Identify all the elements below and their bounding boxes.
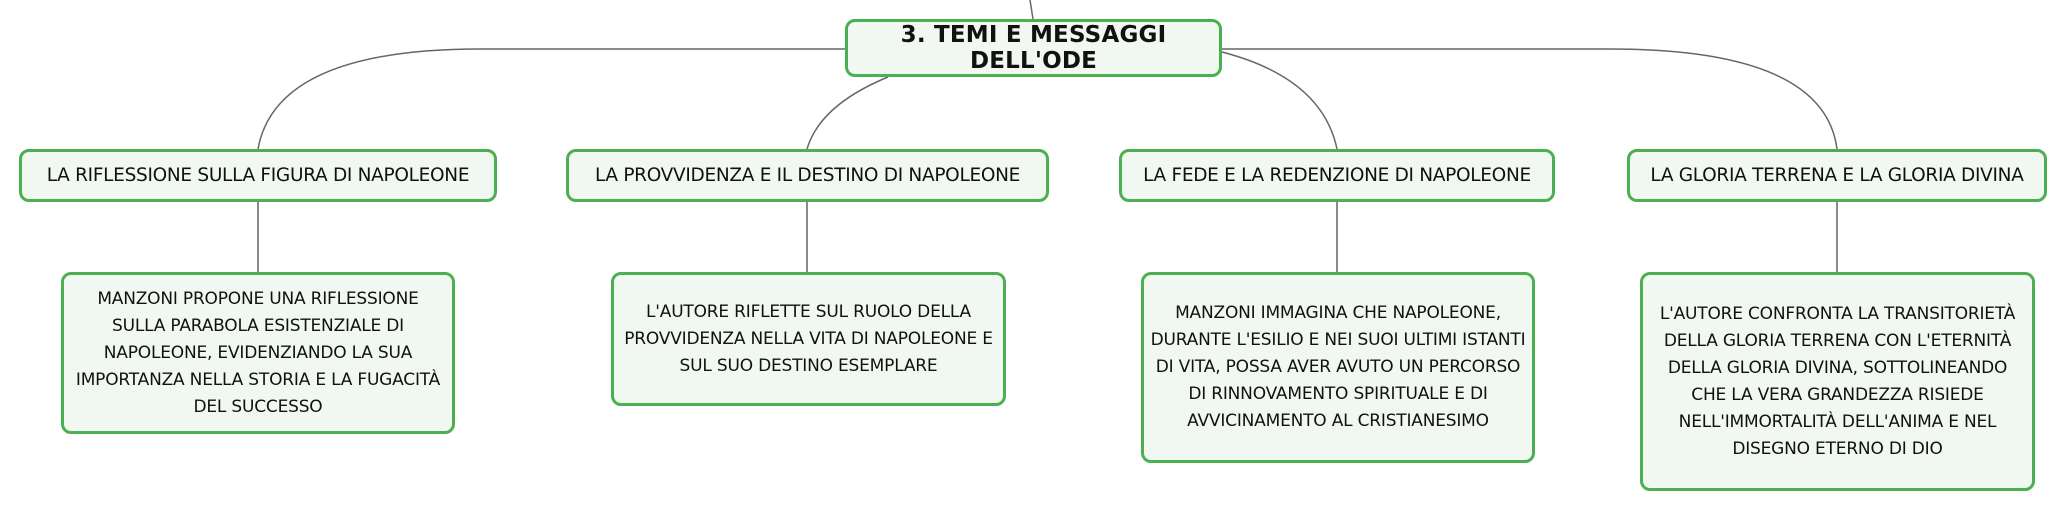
connector-root-branch-1 xyxy=(257,48,845,150)
topic-provvidenza-destino[interactable]: LA PROVVIDENZA E IL DESTINO DI NAPOLEONE xyxy=(566,149,1049,202)
subtopic-gloria-detail[interactable]: L'AUTORE CONFRONTA LA TRANSITORIETÀ DELL… xyxy=(1640,272,2035,491)
subtopic-fede-detail[interactable]: MANZONI IMMAGINA CHE NAPOLEONE, DURANTE … xyxy=(1141,272,1535,463)
subtopic-provvidenza-detail[interactable]: L'AUTORE RIFLETTE SUL RUOLO DELLA PROVVI… xyxy=(611,272,1006,406)
topic-label: LA PROVVIDENZA E IL DESTINO DI NAPOLEONE xyxy=(594,165,1021,186)
connector-root-branch-3 xyxy=(1221,51,1338,150)
root-topic[interactable]: 3. TEMI E MESSAGGI DELL'ODE xyxy=(845,19,1222,77)
subtopic-text: L'AUTORE CONFRONTA LA TRANSITORIETÀ DELL… xyxy=(1659,303,2016,459)
subtopic-text: L'AUTORE RIFLETTE SUL RUOLO DELLA PROVVI… xyxy=(624,301,993,376)
subtopic-text: MANZONI IMMAGINA CHE NAPOLEONE, DURANTE … xyxy=(1150,303,1526,431)
topic-label: LA RIFLESSIONE SULLA FIGURA DI NAPOLEONE xyxy=(46,165,470,186)
connector-root-branch-4 xyxy=(1222,48,1838,150)
connector-root-branch-2 xyxy=(806,76,889,150)
topic-fede-redenzione[interactable]: LA FEDE E LA REDENZIONE DI NAPOLEONE xyxy=(1119,149,1555,202)
topic-label: LA GLORIA TERRENA E LA GLORIA DIVINA xyxy=(1650,165,2024,186)
root-topic-label: 3. TEMI E MESSAGGI DELL'ODE xyxy=(900,22,1167,74)
connector-root-parent xyxy=(1029,0,1034,20)
topic-gloria-terrena-divina[interactable]: LA GLORIA TERRENA E LA GLORIA DIVINA xyxy=(1627,149,2047,202)
subtopic-riflessione-detail[interactable]: MANZONI PROPONE UNA RIFLESSIONE SULLA PA… xyxy=(61,272,455,434)
topic-riflessione-napoleone[interactable]: LA RIFLESSIONE SULLA FIGURA DI NAPOLEONE xyxy=(19,149,497,202)
topic-label: LA FEDE E LA REDENZIONE DI NAPOLEONE xyxy=(1143,165,1531,186)
subtopic-text: MANZONI PROPONE UNA RIFLESSIONE SULLA PA… xyxy=(75,288,441,417)
